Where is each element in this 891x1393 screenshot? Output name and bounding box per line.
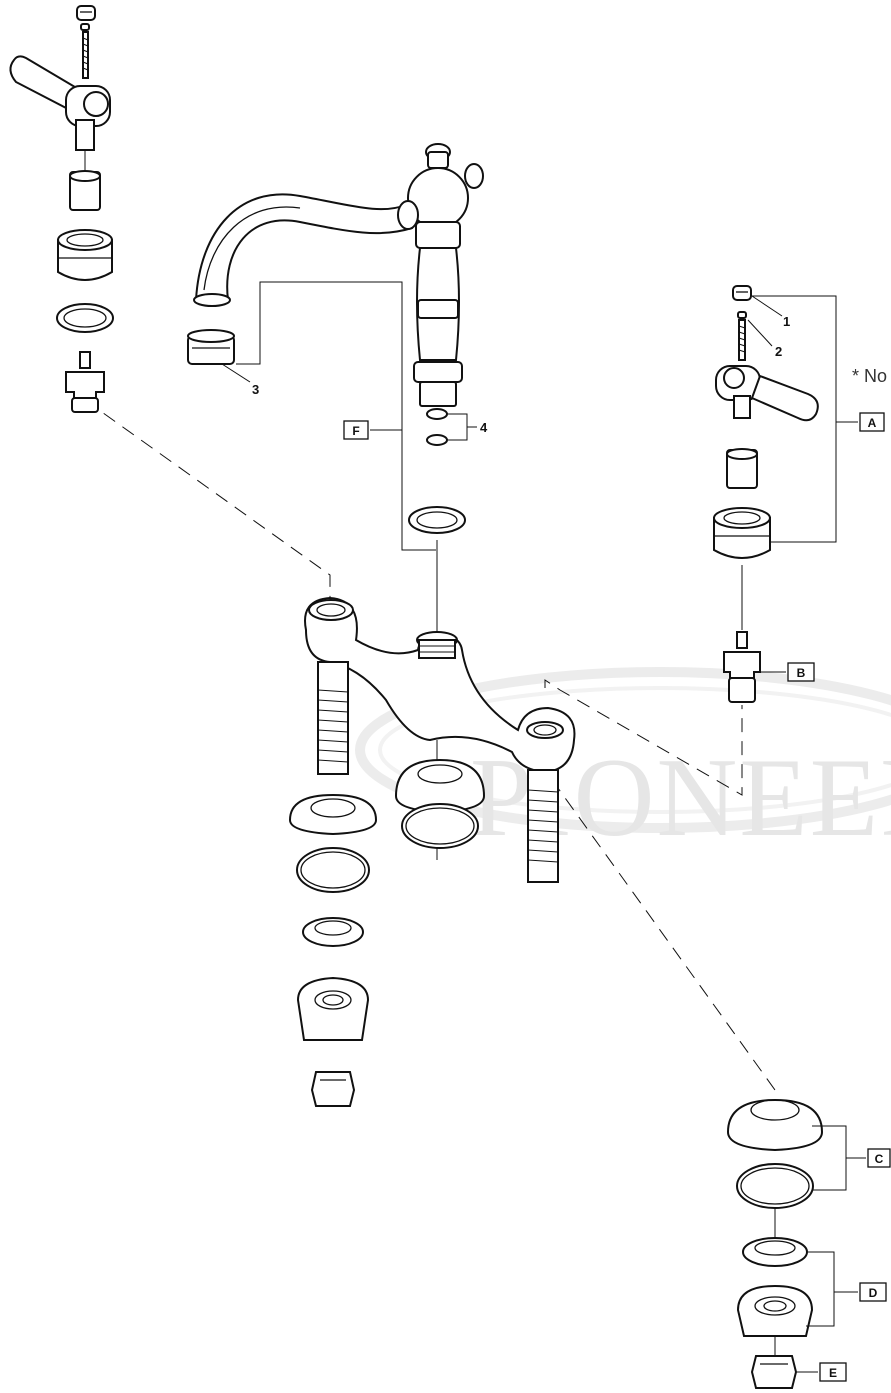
note-text: * No [852, 366, 887, 386]
right-handle-assembly [713, 285, 819, 703]
svg-text:A: A [868, 416, 877, 430]
spout [187, 193, 414, 365]
callout-box-C: C [867, 1148, 891, 1168]
left-mounting-stack [288, 793, 378, 1107]
svg-text:F: F [352, 424, 359, 438]
callout-box-B: B [787, 662, 815, 682]
callout-2: 2 [775, 344, 782, 359]
center-mounting-stack [394, 758, 486, 849]
center-column [397, 143, 484, 534]
svg-text:B: B [797, 666, 806, 680]
left-handle-assembly [9, 5, 114, 413]
callout-3: 3 [252, 382, 259, 397]
svg-text:C: C [875, 1152, 884, 1166]
callout-box-E: E [819, 1362, 847, 1382]
leader-lines [221, 281, 866, 1373]
right-mounting-stack [726, 1098, 824, 1389]
callout-box-F: F [343, 420, 369, 440]
svg-text:D: D [869, 1286, 878, 1300]
manifold-body [304, 596, 576, 883]
svg-text:E: E [829, 1366, 837, 1380]
callout-box-D: D [859, 1282, 887, 1302]
callout-box-A: A [859, 412, 885, 432]
callout-1: 1 [783, 314, 790, 329]
callout-4: 4 [480, 420, 488, 435]
